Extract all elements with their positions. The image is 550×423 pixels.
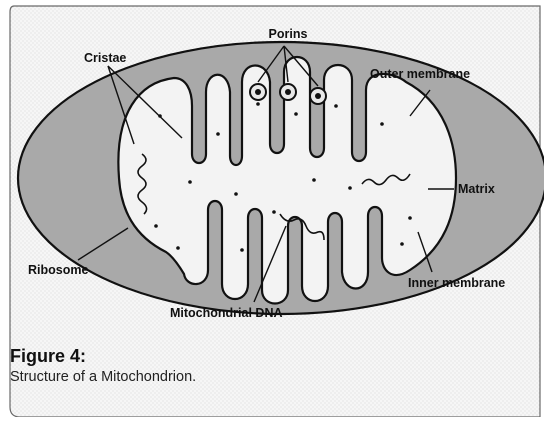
label-matrix: Matrix (458, 182, 495, 196)
label-mitochondrial-dna: Mitochondrial DNA (170, 306, 283, 320)
label-outer-membrane: Outer membrane (370, 67, 470, 81)
label-porins: Porins (269, 27, 308, 41)
figure-caption: Figure 4: Structure of a Mitochondrion. (10, 345, 510, 387)
porin (280, 84, 296, 100)
figure-panel: Porins Cristae Outer membrane Matrix Inn… (6, 4, 544, 417)
label-inner-membrane: Inner membrane (408, 276, 505, 290)
porin (250, 84, 266, 100)
porin (310, 88, 326, 104)
caption-heading: Figure 4: (10, 345, 510, 367)
label-cristae: Cristae (84, 51, 126, 65)
label-ribosome: Ribosome (28, 263, 88, 277)
caption-text: Structure of a Mitochondrion. (10, 367, 510, 387)
